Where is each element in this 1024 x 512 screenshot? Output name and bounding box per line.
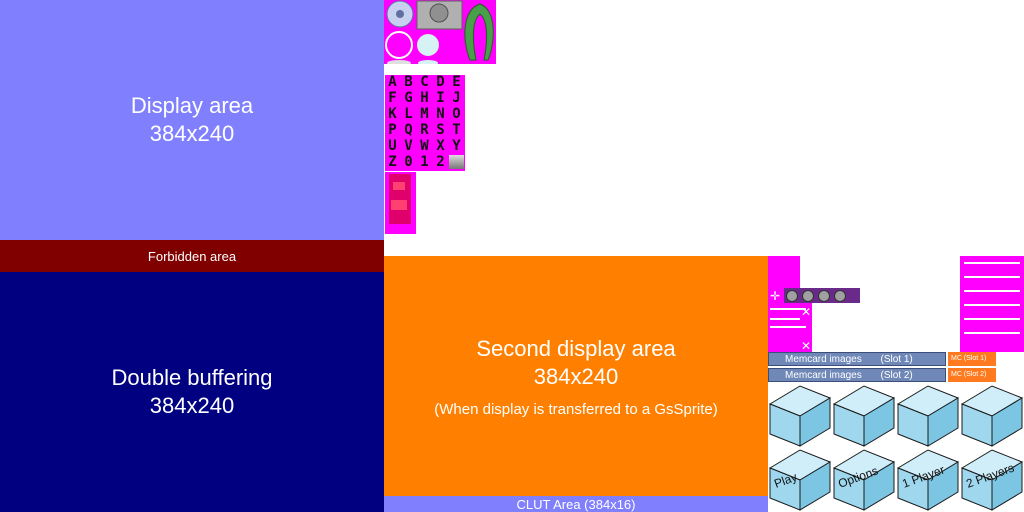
square-button-icon — [786, 290, 798, 302]
noise-texture-sprite — [385, 172, 416, 234]
display-area-region: Display area 384x240 — [0, 0, 384, 240]
font-glyph: F — [388, 90, 397, 106]
font-glyph: J — [452, 90, 461, 106]
tall-sprite-sheet — [960, 256, 1024, 352]
triangle-button-icon — [818, 290, 830, 302]
mc-slot-2-tag: MC (Slot 2) — [948, 368, 996, 382]
font-glyph: S — [436, 122, 445, 138]
memcard-slot-label-1: (Slot 1) — [880, 354, 913, 365]
forbidden-area-region: Forbidden area — [0, 240, 384, 272]
font-glyph: X — [436, 138, 445, 154]
memcard-images-slot-2: Memcard images (Slot 2) — [768, 368, 946, 382]
blank-block — [896, 385, 960, 447]
second-display-size: 384x240 — [533, 363, 619, 389]
console-icon — [416, 0, 463, 30]
circle-button-icon — [802, 290, 814, 302]
gradient-glyph — [449, 155, 464, 169]
font-glyph: P — [388, 122, 397, 138]
blank-block — [768, 385, 832, 447]
bubble-icon — [417, 34, 439, 66]
cd-disc-icon — [386, 0, 414, 28]
display-area-title: Display area — [130, 93, 254, 118]
svg-text:✕: ✕ — [801, 305, 811, 319]
small-sprite-sheet — [768, 256, 800, 288]
blank-block — [832, 385, 896, 447]
double-buffer-title: Double buffering — [111, 365, 273, 390]
double-buffer-size: 384x240 — [149, 393, 235, 418]
font-glyph: 1 — [420, 154, 429, 170]
font-glyph: W — [420, 138, 429, 154]
font-glyph: U — [388, 138, 397, 154]
font-glyph: R — [420, 122, 429, 138]
font-glyph: V — [404, 138, 413, 154]
font-glyph: D — [436, 74, 445, 90]
sprite-sheet-top — [384, 0, 496, 66]
font-glyph: 2 — [436, 154, 445, 170]
font-glyph: M — [420, 106, 429, 122]
blank-block — [960, 385, 1024, 447]
display-area-size: 384x240 — [149, 121, 235, 146]
mc-slot-1-tag: MC (Slot 1) — [948, 352, 996, 366]
font-glyph: K — [388, 106, 397, 122]
font-glyph: Z — [388, 154, 397, 170]
font-glyph: C — [420, 74, 429, 90]
ring-icon — [385, 31, 413, 66]
sprite-icons — [385, 0, 494, 66]
font-glyph: L — [404, 106, 413, 122]
clut-area-region: CLUT Area (384x16) — [384, 496, 768, 512]
second-display-note: (When display is transferred to a GsSpri… — [434, 400, 718, 418]
memcard-slot-label-2: (Slot 2) — [880, 370, 913, 381]
font-glyph: N — [436, 106, 445, 122]
font-glyph: 0 — [404, 154, 413, 170]
menu-button-block: 2 Players — [960, 449, 1024, 511]
forbidden-area-label: Forbidden area — [147, 248, 237, 264]
controller-buttons-sprite: ✛ — [768, 288, 860, 304]
second-display-title: Second display area — [476, 335, 676, 361]
font-glyph: O — [452, 106, 461, 122]
menu-button-block: Options — [832, 449, 896, 511]
horseshoe-icon — [464, 3, 494, 61]
menu-button-block: 1 Player — [896, 449, 960, 511]
font-glyph: H — [420, 90, 429, 106]
font-glyph: A — [388, 74, 397, 90]
clut-area-label: CLUT Area (384x16) — [516, 496, 636, 512]
memcard-images-label-1: Memcard images — [785, 354, 862, 365]
font-glyph: I — [436, 90, 445, 106]
memcard-images-slot-1: Memcard images (Slot 1) — [768, 352, 946, 366]
svg-text:✕: ✕ — [801, 339, 811, 352]
menu-button-block: Play — [768, 449, 832, 511]
font-glyph: Y — [452, 138, 461, 154]
dpad-icon: ✛ — [770, 289, 780, 303]
double-buffer-region: Double buffering 384x240 — [0, 272, 384, 512]
second-display-region: Second display area 384x240 (When displa… — [384, 256, 768, 496]
font-glyph: E — [452, 74, 461, 90]
font-glyph: Q — [404, 122, 413, 138]
font-glyph: B — [404, 74, 413, 90]
memcard-images-label-2: Memcard images — [785, 370, 862, 381]
font-glyph: T — [452, 122, 461, 138]
cross-button-icon — [834, 290, 846, 302]
font-glyph: G — [404, 90, 413, 106]
